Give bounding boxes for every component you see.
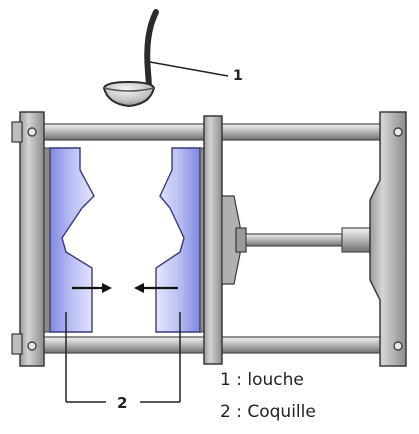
arrow-right-head [102,283,112,293]
ladle-rim [103,87,155,92]
fixed-plate-left [11,111,51,367]
callout-bracket-2 [65,312,181,403]
callout-line-1 [149,61,229,77]
mold-half-left [49,147,95,333]
callout-label-2: 2 [117,394,127,412]
bolt-icon [393,341,403,351]
legend-item-ladle: 1 : louche [220,370,304,390]
arrow-left-head [134,283,144,293]
piston-rod [245,223,379,257]
bolt-icon [27,127,37,137]
callout-label-1: 1 [233,68,243,84]
fixed-plate-right [369,111,407,367]
closing-arrows [72,283,178,293]
bolt-icon [27,341,37,351]
moving-plate [199,115,247,365]
bolt-icon [393,127,403,137]
ladle-bowl [102,80,156,108]
ladle [102,9,159,108]
legend-item-mold: 2 : Coquille [220,402,316,422]
mold-half-right [155,147,201,333]
